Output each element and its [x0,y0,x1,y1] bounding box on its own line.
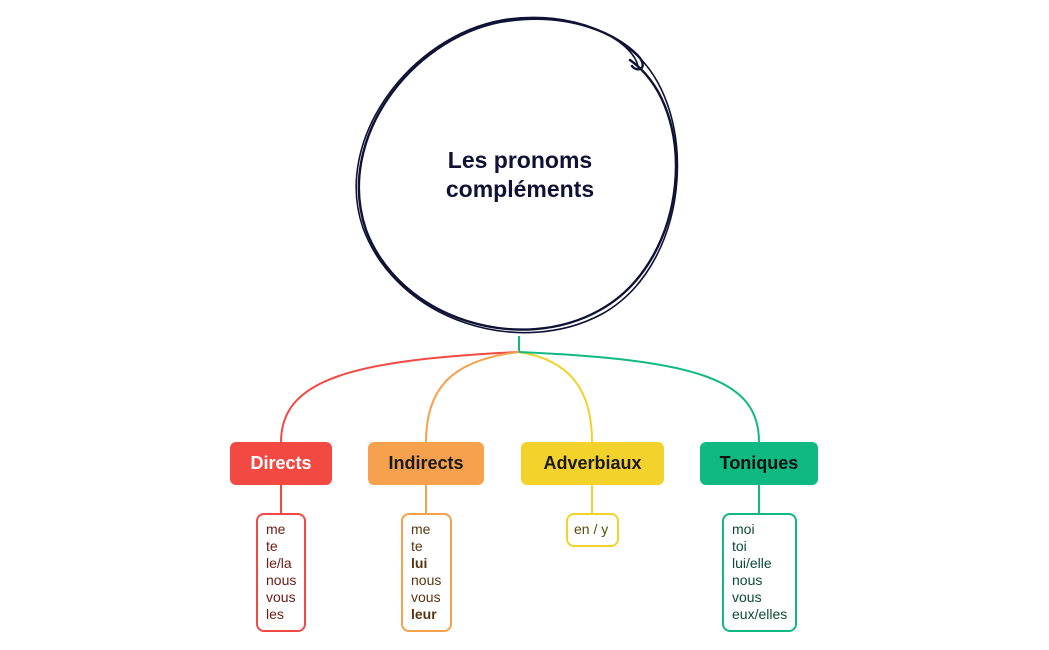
leaf-directs[interactable]: me te le/la nous vous les [256,513,306,632]
central-title-line-2: compléments [445,176,595,202]
branch-directs[interactable]: Directs [230,442,332,485]
list-item: me [411,521,431,537]
central-title-line-1: Les pronoms [447,147,593,173]
list-item: lui/elle [732,555,772,571]
central-topic[interactable]: Les pronoms compléments [370,146,670,204]
list-item: toi [732,538,747,554]
list-item: en / y [574,521,609,537]
branch-indirects-label: Indirects [388,453,464,473]
list-item: te [266,538,278,554]
list-item: moi [732,521,755,537]
branch-toniques-label: Toniques [719,453,799,473]
connector-indirects [425,351,520,443]
branch-adverbiaux[interactable]: Adverbiaux [521,442,664,485]
list-item: nous [411,572,442,588]
list-item: te [411,538,423,554]
list-item: eux/elles [732,606,788,622]
list-item: les [266,606,284,622]
branch-adverbiaux-label: Adverbiaux [543,453,642,473]
list-item: vous [732,589,762,605]
connector-adverbiaux [518,351,593,443]
connector-directs [280,351,520,443]
list-item: lui [411,555,428,571]
branch-indirects[interactable]: Indirects [368,442,484,485]
branch-toniques[interactable]: Toniques [700,442,818,485]
list-item: nous [732,572,763,588]
branch-directs-label: Directs [250,453,312,473]
leaf-indirects[interactable]: me te lui nous vous leur [401,513,452,632]
central-circle-overstroke [355,16,679,334]
leaf-adverbiaux[interactable]: en / y [566,513,619,547]
list-item: vous [411,589,441,605]
list-item: leur [411,606,437,622]
list-item: me [266,521,286,537]
list-item: le/la [266,555,292,571]
connector-toniques [518,351,760,443]
leaf-toniques[interactable]: moi toi lui/elle nous vous eux/elles [722,513,797,632]
list-item: vous [266,589,296,605]
list-item: nous [266,572,297,588]
